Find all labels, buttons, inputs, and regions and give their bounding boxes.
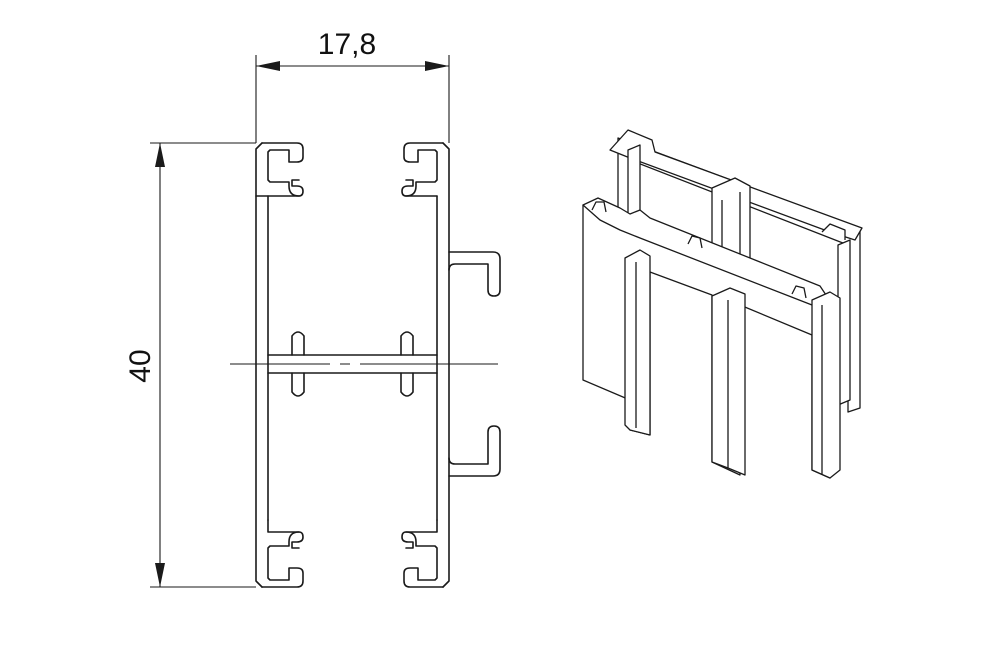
width-label: 17,8 (318, 28, 376, 61)
front-fin-right (811, 291, 841, 479)
web-tab-upper-left (291, 331, 305, 356)
height-dimension (150, 142, 256, 588)
width-arrow-right (425, 61, 449, 71)
top-hook-mid (687, 235, 703, 249)
front-fin-left (624, 249, 651, 436)
hook-top-right (401, 142, 444, 197)
top-surface (582, 197, 829, 306)
profile-3d-view (582, 129, 863, 479)
hook-bottom-left-base (267, 519, 300, 533)
web-tab-lower-right (400, 372, 414, 397)
height-arrow-top (155, 143, 165, 167)
right-clip-upper (448, 251, 501, 297)
top-hook-right (791, 285, 807, 299)
right-wall-outer (442, 142, 450, 588)
top-hook-left (591, 201, 607, 213)
width-dimension (255, 55, 450, 143)
web-tab-upper-right (400, 331, 414, 356)
hook-bottom-right-base (405, 519, 438, 533)
height-label: 40 (124, 349, 157, 382)
height-arrow-bottom (155, 563, 165, 587)
hook-bottom-right (401, 531, 444, 588)
hook-top-left (261, 142, 304, 197)
profile-cross-section (255, 142, 501, 588)
width-arrow-left (256, 61, 280, 71)
left-wall-outer (255, 142, 263, 588)
web-tab-lower-left (291, 372, 305, 397)
hook-bottom-left (261, 531, 304, 588)
back-hook-right (821, 223, 846, 240)
right-clip-lower (448, 425, 501, 477)
